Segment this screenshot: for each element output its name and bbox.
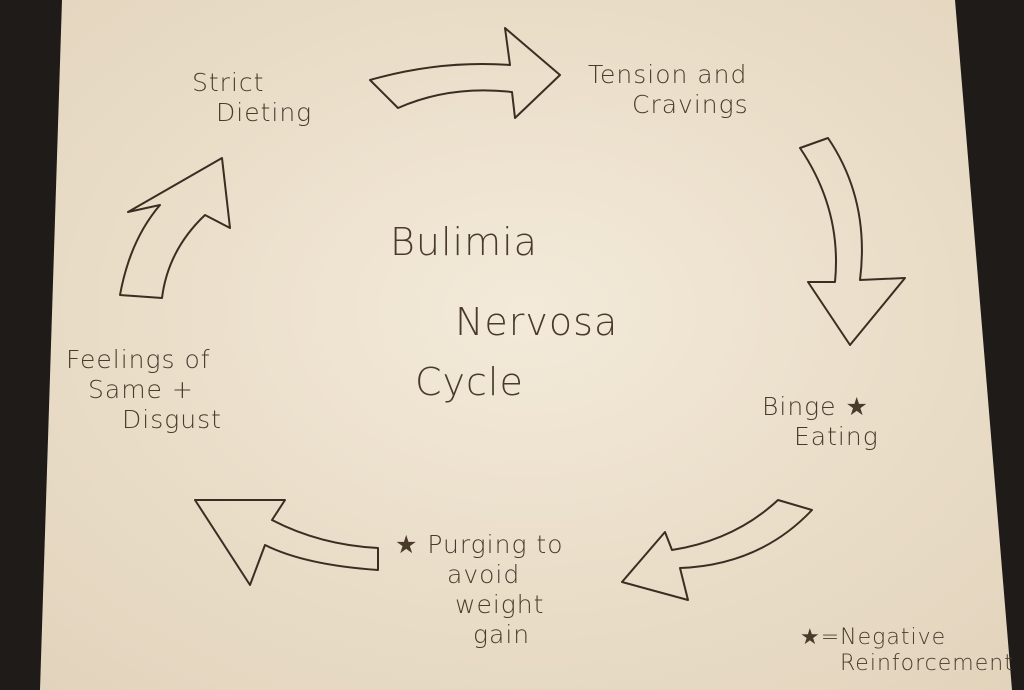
stage-text: Strict (192, 68, 265, 97)
stage-text: Dieting (216, 98, 313, 127)
stage-text: ★ Purging to (395, 530, 564, 559)
legend-text: Reinforcement (840, 651, 1014, 677)
legend-text: ★=Negative (800, 625, 947, 650)
stage-strict-dieting: Strict Dieting (192, 68, 312, 128)
diagram-title: Bulimia (390, 220, 538, 266)
arrow-dieting-to-tension (369, 27, 561, 119)
stage-text: weight (455, 590, 545, 619)
stage-purging: ★ Purging to avoid weight gain (395, 530, 564, 650)
stage-text: Feelings of (66, 345, 211, 374)
arrow-purging-to-shame (194, 499, 379, 586)
stage-text: Eating (794, 422, 879, 451)
diagram-title-2: Nervosa (455, 300, 618, 346)
stage-text: Tension and (588, 60, 748, 89)
stage-text: avoid (447, 560, 521, 589)
stage-feelings-of-shame: Feelings of Same + Disgust (66, 345, 222, 435)
paper-sheet (40, 0, 1012, 690)
stage-text: Same + (88, 375, 194, 404)
arrow-tension-to-binge (799, 137, 906, 346)
title-line-3: Cycle (415, 360, 524, 404)
stage-text: Binge ★ (762, 392, 869, 421)
stage-text: Cravings (632, 90, 749, 119)
stage-tension-cravings: Tension and Cravings (588, 60, 749, 120)
legend-negative-reinforcement: ★=Negative Reinforcement (800, 625, 1014, 678)
stage-text: gain (473, 620, 531, 649)
arrow-binge-to-purging (621, 499, 813, 601)
stage-binge-eating: Binge ★ Eating (762, 392, 879, 452)
arrow-shame-to-dieting (119, 157, 231, 299)
title-line-2: Nervosa (455, 300, 619, 344)
title-line-1: Bulimia (390, 220, 538, 264)
stage-text: Disgust (122, 405, 222, 434)
diagram-title-3: Cycle (415, 360, 524, 406)
